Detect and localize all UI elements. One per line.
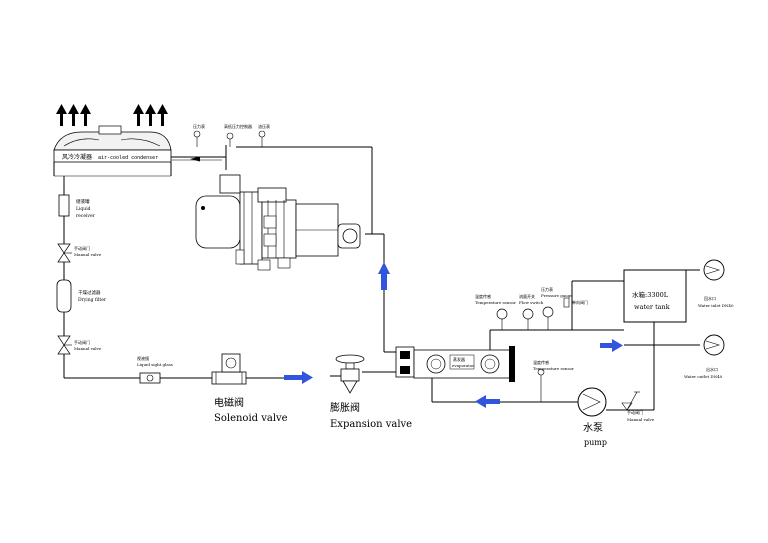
check-valve-label: 单向阀门 bbox=[572, 299, 588, 305]
flow-arrow-icon bbox=[284, 371, 313, 384]
pressure-gauge-icon bbox=[542, 306, 554, 318]
gauge-icon bbox=[226, 132, 234, 140]
flow-arrow-icon bbox=[378, 262, 390, 290]
manual-valve-3-label-en: Manual valve bbox=[627, 417, 655, 422]
circulation-pump: 水泵 pump bbox=[577, 387, 607, 447]
gauge-label-b: 高低压力控制器 bbox=[224, 123, 252, 129]
temp-left-label-en: Temperature sensor bbox=[475, 300, 516, 305]
up-arrow-icon bbox=[56, 104, 91, 126]
gauge-label-c: 油压表 bbox=[258, 123, 270, 129]
exhaust-arrows bbox=[56, 104, 168, 126]
expansion-valve: 膨胀阀 Expansion valve bbox=[330, 354, 412, 430]
manual-valve-1-label-cn: 手动阀门 bbox=[74, 245, 90, 251]
flow-arrow-icon bbox=[475, 395, 500, 408]
temp-bottom-label-cn: 温度传感 bbox=[533, 359, 549, 365]
manual-valve-3-label-cn: 手动阀门 bbox=[627, 409, 643, 415]
drying-filter-label-en: Drying filter bbox=[78, 297, 107, 303]
receiver-label-cn: 储液罐 bbox=[76, 198, 90, 205]
temperature-sensor-icon bbox=[537, 368, 545, 376]
evaporator-label-en: evaporator bbox=[452, 363, 474, 368]
expansion-label-en: Expansion valve bbox=[330, 419, 412, 430]
manual-valve-1-label-en: Manual valve bbox=[74, 252, 102, 257]
drying-filter-label-cn: 干燥过滤器 bbox=[78, 289, 101, 296]
tank-label-cn: 水箱:3300L bbox=[632, 290, 669, 299]
flow-switch-label-cn: 流量开关 bbox=[519, 293, 535, 299]
expansion-label-cn: 膨胀阀 bbox=[330, 401, 360, 414]
water-inlet-label-en: Water inlet DN40 bbox=[698, 303, 734, 308]
solenoid-label-en: Solenoid valve bbox=[214, 413, 288, 424]
gauge-label-a: 压力表 bbox=[193, 123, 205, 129]
sight-glass: 视液镜 Liquid sight glass bbox=[137, 355, 173, 384]
receiver-label-en-1: Liquid bbox=[76, 206, 91, 212]
water-outlet-label-cn: 出水口 bbox=[706, 366, 718, 372]
manual-valve-3: 手动阀门 Manual valve bbox=[621, 391, 655, 422]
condenser-label-cn: 风冷冷凝器 bbox=[62, 153, 92, 161]
top-gauges: 压力表 高低压力控制器 油压表 bbox=[193, 123, 270, 147]
water-sensors: 温度传感 Temperature sensor 流量开关 Flow switch… bbox=[475, 286, 588, 376]
screw-compressor bbox=[195, 174, 361, 271]
tank-label-en: water tank bbox=[634, 303, 670, 311]
sight-glass-label-cn: 视液镜 bbox=[137, 355, 149, 361]
check-valve-icon bbox=[563, 297, 570, 308]
pump-label-cn: 水泵 bbox=[583, 422, 603, 434]
water-inlet-label-cn: 回水口 bbox=[704, 295, 716, 301]
water-outlet-label-en: Water outlet DN40 bbox=[684, 374, 723, 379]
flow-switch-label-en: Flow switch bbox=[519, 300, 544, 305]
temp-left-label-cn: 温度传感 bbox=[475, 293, 491, 299]
evaporator: 蒸发器 evaporator bbox=[395, 346, 515, 382]
manual-valve-2-label-en: Manual valve bbox=[74, 346, 102, 351]
water-inlet-pump: 回水口 Water inlet DN40 bbox=[698, 259, 734, 308]
flow-arrow-icon bbox=[600, 339, 623, 352]
pump-label-en: pump bbox=[584, 438, 607, 447]
temperature-sensor-icon bbox=[496, 308, 508, 320]
condenser-label-en: air-cooled condenser bbox=[98, 155, 158, 161]
water-lines bbox=[431, 269, 700, 411]
liquid-receiver: 储液罐 Liquid receiver bbox=[58, 194, 96, 219]
drying-filter: 干燥过滤器 Drying filter bbox=[56, 279, 107, 313]
water-outlet-pump: 出水口 Water outlet DN40 bbox=[684, 334, 725, 379]
receiver-label-en-2: receiver bbox=[76, 213, 96, 219]
sight-glass-label-en: Liquid sight glass bbox=[137, 362, 173, 367]
up-arrow-icon bbox=[133, 104, 168, 126]
gauge-icon bbox=[258, 130, 266, 138]
water-tank: 水箱:3300L water tank bbox=[623, 269, 687, 323]
refrigerant-lines bbox=[63, 145, 396, 379]
pressure-gauge-label-en: Pressure gauge bbox=[541, 293, 573, 298]
solenoid-valve: 电磁阀 Solenoid valve bbox=[211, 353, 288, 424]
manual-valve-1: 手动阀门 Manual valve bbox=[57, 243, 102, 263]
manual-valve-2-label-cn: 手动阀门 bbox=[74, 339, 90, 345]
evaporator-label-cn: 蒸发器 bbox=[453, 356, 465, 362]
pressure-gauge-label-cn: 压力表 bbox=[541, 286, 553, 292]
manual-valve-2: 手动阀门 Manual valve bbox=[57, 335, 102, 355]
air-cooled-condenser: 风冷冷凝器 air-cooled condenser bbox=[53, 125, 172, 177]
temp-bottom-label-en: Temperature sensor bbox=[533, 366, 574, 371]
solenoid-label-cn: 电磁阀 bbox=[214, 396, 244, 409]
flow-switch-icon bbox=[522, 308, 534, 320]
gauge-icon bbox=[193, 130, 201, 138]
